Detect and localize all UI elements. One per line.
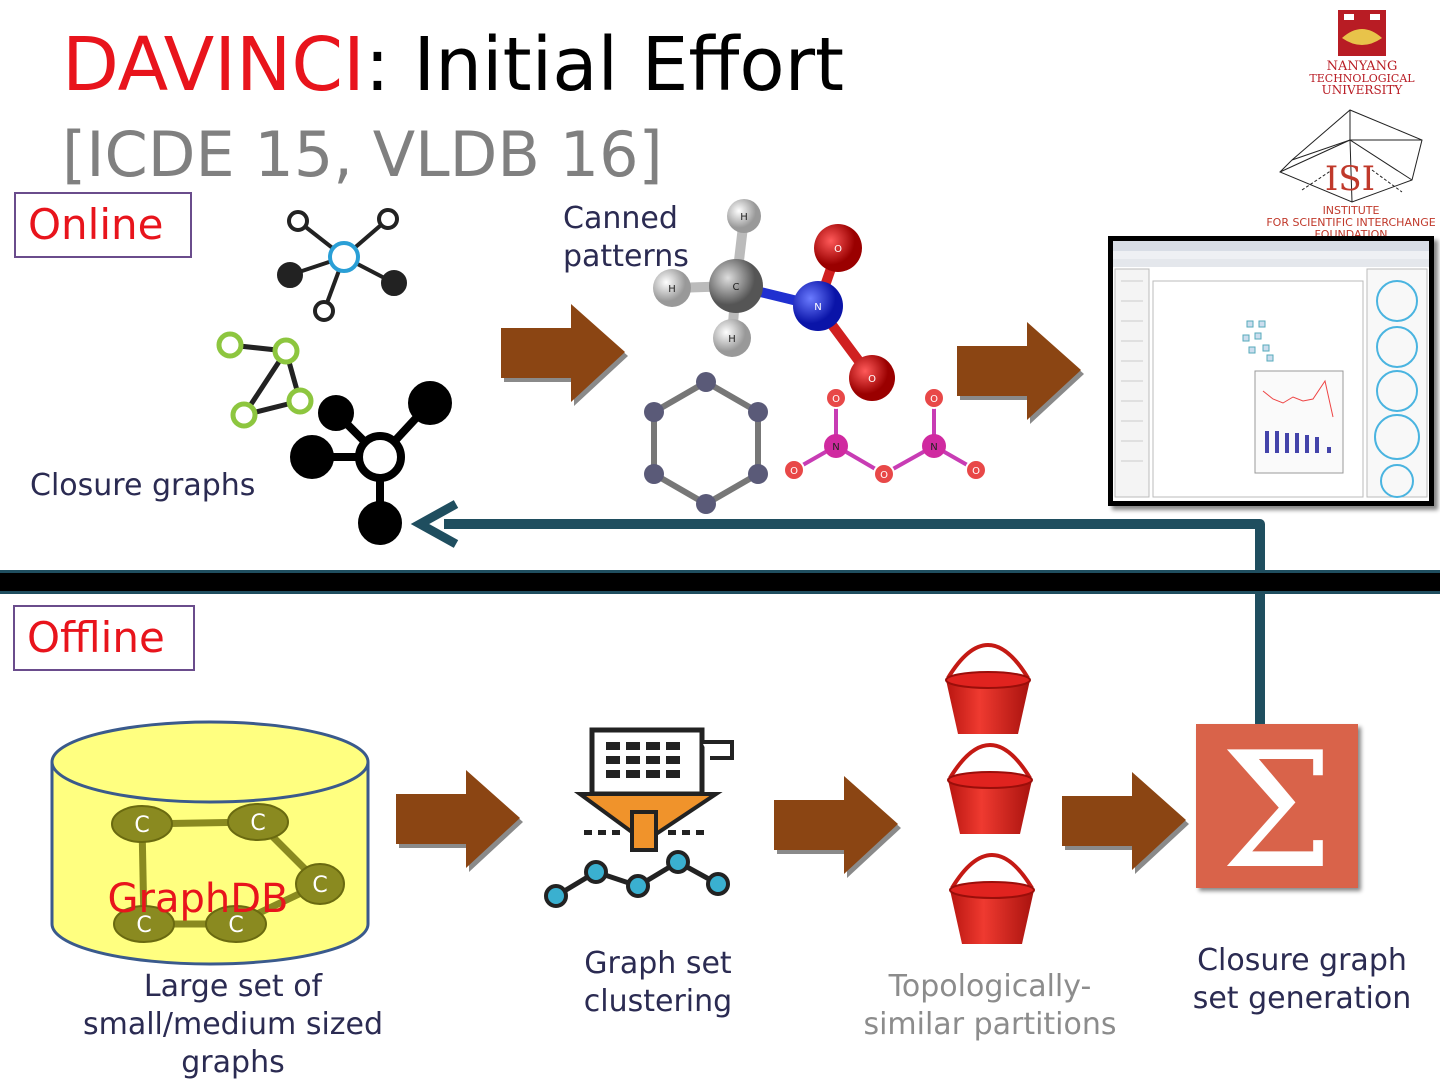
clustering-filter-icon <box>544 727 734 908</box>
offline-arrow-3-icon <box>1062 772 1189 874</box>
atom-o-e: O <box>972 466 980 477</box>
hub-graph-icon <box>290 381 452 545</box>
star-graph-icon <box>277 208 407 322</box>
sigma-symbol: Σ <box>1220 724 1333 888</box>
atom-c: C <box>733 282 740 293</box>
green-graph-icon <box>216 331 314 429</box>
online-arrow-1-icon <box>501 304 628 406</box>
closure-graph-icons <box>216 208 452 545</box>
clustering-line2: clustering <box>583 984 733 1019</box>
slide-subtitle: [ICDE 15, VLDB 16] <box>62 118 663 191</box>
generation-caption: Closure graph set generation <box>1180 942 1424 1018</box>
atom-o-2: O <box>868 374 876 385</box>
db-caption-line1: Large set of <box>143 969 323 1004</box>
atom-n-left: N <box>832 442 839 453</box>
isi-line1: INSTITUTE <box>1323 204 1380 217</box>
offline-arrow-2-icon <box>774 776 901 878</box>
ntu-crest-icon: NANYANG TECHNOLOGICAL UNIVERSITY <box>1309 10 1415 97</box>
atom-h-2: H <box>668 284 676 295</box>
nitromethane-molecule-icon: H H H C N O O <box>653 199 895 401</box>
db-node-1: C <box>134 813 149 838</box>
db-caption-line3: graphs <box>181 1045 285 1080</box>
ntu-line2: TECHNOLOGICAL <box>1309 72 1415 85</box>
online-offline-divider <box>0 570 1440 594</box>
db-node-3: C <box>312 873 327 898</box>
atom-h-1: H <box>740 212 748 223</box>
clustering-caption: Graph set clustering <box>558 945 758 1021</box>
svg-text:ISI: ISI <box>1325 159 1375 199</box>
title-accent: DAVINCI <box>62 22 365 108</box>
graphdb-caption: Large set of small/medium sized graphs <box>52 968 414 1082</box>
generation-line1: Closure graph <box>1197 943 1407 978</box>
offline-arrow-1-icon <box>396 770 523 872</box>
atom-n: N <box>814 302 821 313</box>
dinitrogen-oxide-molecule-icon: N N O O O O O <box>783 387 987 485</box>
isi-emblem-icon: ISI INSTITUTE FOR SCIENTIFIC INTERCHANGE… <box>1266 109 1436 241</box>
graphdb-label: GraphDB <box>108 876 289 922</box>
online-arrow-2-icon <box>957 322 1084 424</box>
ntu-logo: NANYANG TECHNOLOGICAL UNIVERSITY <box>1290 8 1435 97</box>
partitions-line1: Topologically- <box>888 969 1092 1004</box>
atom-o-a: O <box>832 394 840 405</box>
ntu-line1: NANYANG <box>1327 59 1398 74</box>
sigma-box: Σ <box>1196 717 1358 904</box>
bucket-2-icon <box>947 743 1033 834</box>
bucket-1-icon <box>945 643 1031 734</box>
graphdb-cylinder-icon: C C C C C GraphDB <box>50 720 370 966</box>
atom-o-d: O <box>930 394 938 405</box>
db-node-4: C <box>136 913 151 938</box>
atom-n-right: N <box>930 442 937 453</box>
atom-o-b: O <box>790 466 798 477</box>
atom-h-3: H <box>728 334 736 345</box>
isi-logo: ISI INSTITUTE FOR SCIENTIFIC INTERCHANGE… <box>1262 100 1440 241</box>
gui-screenshot-icon <box>1113 241 1429 498</box>
online-label-box: Online <box>14 192 192 259</box>
sigma-icon: Σ <box>1220 717 1333 904</box>
canned-line1: Canned <box>563 201 678 236</box>
partitions-caption: Topologically- similar partitions <box>860 968 1120 1044</box>
canned-line2: patterns <box>563 239 689 274</box>
canned-patterns-caption: Canned patterns <box>563 200 689 276</box>
generation-line2: set generation <box>1192 981 1412 1016</box>
hexagon-ring-icon <box>644 372 768 514</box>
closure-graphs-caption: Closure graphs <box>30 468 256 503</box>
title-rest: : Initial Effort <box>364 22 845 108</box>
isi-line2: FOR SCIENTIFIC INTERCHANGE <box>1266 216 1435 229</box>
partition-buckets-icon <box>945 643 1035 944</box>
atom-o-1: O <box>834 244 842 255</box>
db-caption-line2: small/medium sized <box>82 1007 384 1042</box>
db-node-2: C <box>250 811 265 836</box>
feedback-arrow-icon <box>410 500 1265 734</box>
bucket-3-icon <box>949 853 1035 944</box>
partitions-line2: similar partitions <box>863 1007 1117 1042</box>
gui-screenshot-thumbnail <box>1108 236 1434 506</box>
slide-title: DAVINCI: Initial Effort <box>62 28 844 102</box>
offline-label-box: Offline <box>13 605 195 672</box>
db-node-5: C <box>228 913 243 938</box>
ntu-line3: UNIVERSITY <box>1322 83 1404 96</box>
atom-o-c: O <box>880 470 888 481</box>
clustering-line1: Graph set <box>584 946 732 981</box>
